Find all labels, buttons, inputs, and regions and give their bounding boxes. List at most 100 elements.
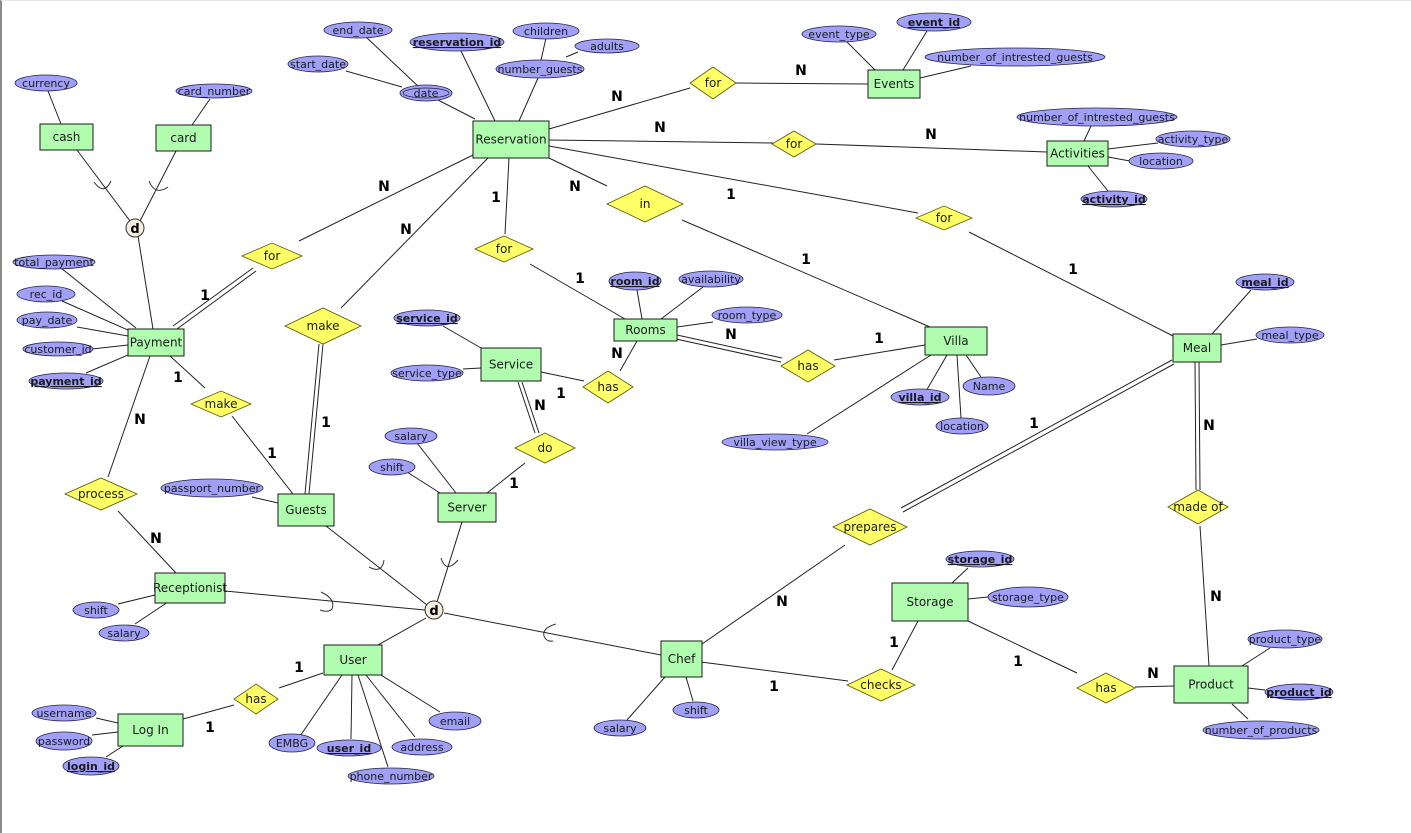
relationship-r-for-meal[interactable]: for [914,205,974,231]
relationship-r-checks[interactable]: checks [846,668,916,702]
relationship-r-for-activities[interactable]: for [771,130,817,158]
entity-label: Server [447,501,486,515]
connector-line [1211,289,1252,335]
attribute-currency[interactable]: currency [14,74,78,92]
relationship-r-has-login[interactable]: has [233,683,279,715]
entity-storage[interactable]: Storage [891,582,969,622]
attribute-label: phone_number [350,770,433,783]
attribute-user-id-key[interactable]: user_id [316,739,382,757]
attribute-event-id-key[interactable]: event_id [896,12,972,32]
relationship-r-has-product[interactable]: has [1076,672,1136,704]
attribute-villa-view-type[interactable]: villa_view_type [721,433,829,451]
entity-card[interactable]: card [155,124,212,152]
entity-reservation[interactable]: Reservation [472,120,550,159]
entity-server[interactable]: Server [437,492,497,523]
attribute-children[interactable]: children [512,22,580,40]
attribute-chef-shift[interactable]: shift [672,701,720,719]
relationship-r-in[interactable]: in [606,185,684,223]
attribute-rec-salary[interactable]: salary [98,624,150,642]
relationship-r-make-res[interactable]: make [284,307,362,345]
attribute-room-id-key[interactable]: room_id [608,271,662,291]
attribute-number-guests[interactable]: number_guests [495,59,585,79]
relationship-r-for-payment[interactable]: for [240,242,304,270]
attribute-payment-id-key[interactable]: payment_id [28,372,104,390]
attribute-card-number[interactable]: card_number [175,83,253,99]
attribute-product-type[interactable]: product_type [1247,629,1323,649]
attribute-room-type[interactable]: room_type [711,306,783,324]
attribute-reservation-id-key[interactable]: reservation_id [409,32,505,52]
attribute-adults[interactable]: adults [574,38,640,54]
entity-login[interactable]: Log In [117,713,184,747]
attribute-label: customer_id [24,343,91,356]
relationship-r-process[interactable]: process [64,477,138,511]
attribute-service-type[interactable]: service_type [390,364,464,382]
entity-villa[interactable]: Villa [924,326,988,356]
entity-receptionist[interactable]: Receptionist [153,572,227,604]
attribute-act-nig[interactable]: number_of_intrested_guests [1016,107,1178,127]
attribute-meal-type[interactable]: meal_type [1255,326,1325,344]
relationship-r-has-service[interactable]: has [582,370,634,404]
attribute-phone-number[interactable]: phone_number [347,767,435,785]
connector-line [565,51,579,58]
attribute-total-payment[interactable]: total_payment [12,254,96,270]
entity-chef[interactable]: Chef [660,640,703,678]
attribute-password[interactable]: password [35,731,93,751]
relationship-r-for-rooms[interactable]: for [474,235,534,263]
attribute-server-salary[interactable]: salary [384,427,438,445]
attribute-date[interactable]: date [399,84,453,102]
attribute-customer-id[interactable]: customer_id [22,341,94,357]
attribute-email[interactable]: email [428,711,482,731]
relationship-r-make-pay[interactable]: make [189,390,253,418]
attribute-rec-shift[interactable]: shift [72,601,120,619]
connector-line [298,154,474,242]
connector-line [676,321,714,328]
entity-cash[interactable]: cash [39,123,94,151]
attribute-availability[interactable]: availability [678,270,744,288]
entity-guests[interactable]: Guests [277,493,335,527]
attribute-storage-id-key[interactable]: storage_id [945,550,1015,568]
attribute-storage-type[interactable]: storage_type [987,586,1069,608]
attribute-product-id-key[interactable]: product_id [1264,683,1334,701]
attribute-rec-id[interactable]: rec_id [16,285,76,303]
entity-meal[interactable]: Meal [1172,333,1222,363]
attribute-service-id-key[interactable]: service_id [393,309,461,327]
attribute-start-date[interactable]: start_date [287,55,349,73]
attribute-server-shift[interactable]: shift [368,458,416,476]
attribute-address[interactable]: address [391,738,453,756]
attribute-end-date[interactable]: end_date [323,21,393,39]
connector-line [76,326,129,337]
attribute-embg[interactable]: EMBG [268,733,316,753]
attribute-login-id-key[interactable]: login_id [62,756,120,776]
attribute-passport-number[interactable]: passport_number [160,478,264,498]
relationship-r-do[interactable]: do [514,432,576,464]
relationship-r-for-events[interactable]: for [689,66,737,100]
entity-user[interactable]: User [323,644,383,676]
relationship-r-made-of[interactable]: made of [1167,489,1229,525]
attribute-chef-salary[interactable]: salary [593,719,647,737]
relationship-r-has-villa[interactable]: has [780,349,836,383]
entity-rooms[interactable]: Rooms [613,318,678,342]
relationship-label: checks [860,678,901,692]
attribute-number-of-products[interactable]: number_of_products [1202,720,1320,740]
entity-activities[interactable]: Activities [1046,140,1109,167]
entity-service[interactable]: Service [480,347,542,382]
entity-events[interactable]: Events [867,69,921,99]
cardinality-label: N [378,179,390,195]
attribute-villa-location[interactable]: location [935,417,989,435]
attribute-label: number_of_intrested_guests [937,51,1093,64]
attribute-villa-name[interactable]: Name [962,376,1016,396]
entity-product[interactable]: Product [1173,665,1249,704]
attribute-villa-id-key[interactable]: villa_id [890,388,950,406]
attribute-pay-date[interactable]: pay_date [16,311,78,329]
entity-payment[interactable]: Payment [127,328,185,357]
attribute-event-type[interactable]: event_type [801,25,877,43]
attribute-username[interactable]: username [31,704,97,722]
attribute-ev-nig[interactable]: number_of_intrested_guests [924,47,1106,67]
relationship-r-prepares[interactable]: prepares [832,508,908,546]
attribute-act-location[interactable]: location [1128,152,1194,170]
attribute-meal-id-key[interactable]: meal_id [1235,273,1295,291]
subset-arc [319,591,334,612]
attribute-activity-id-key[interactable]: activity_id [1080,190,1148,208]
attribute-activity-type[interactable]: activity_type [1155,130,1231,148]
